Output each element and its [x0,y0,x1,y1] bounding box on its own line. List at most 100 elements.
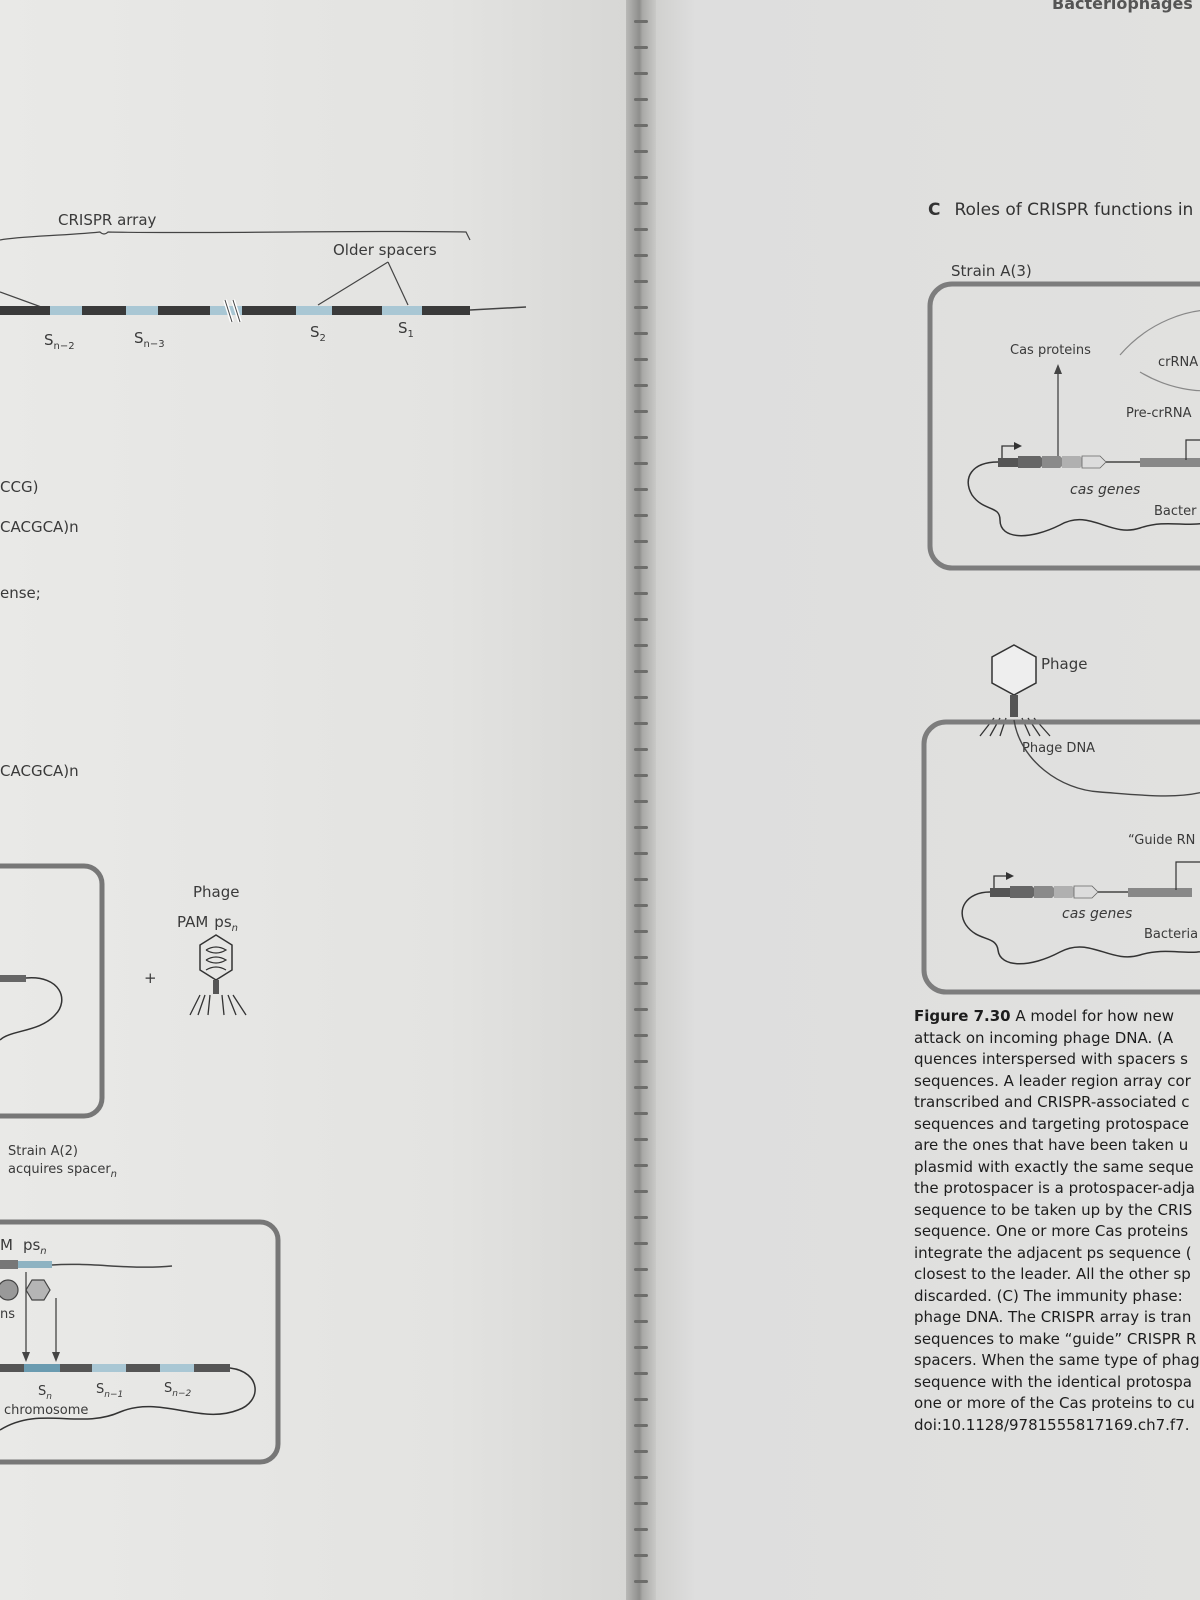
stitch-mark [634,1502,648,1505]
stitch-mark [634,384,648,387]
caption-line: sequence to be taken up by the CRIS [914,1200,1193,1219]
lower-spacer-label: Sn−2 [164,1381,192,1399]
stitch-mark [634,982,648,985]
panel-title: Roles of CRISPR functions in [954,200,1194,220]
stitch-mark [634,1294,648,1297]
caption-line: attack on incoming phage DNA. (A [914,1028,1174,1047]
caption-line: sequences to make “guide” CRISPR R [914,1329,1197,1348]
cas-proteins-label: Cas proteins [1010,343,1091,358]
stitch-mark [634,1138,648,1141]
stitch-mark [634,462,648,465]
stitch-mark [634,696,648,699]
lower-spacer-label: Sn−1 [96,1382,123,1400]
stitch-mark [634,1424,648,1427]
spacer-label: Sn−3 [134,329,165,350]
spacer-label: S1 [398,319,414,340]
caption-line: phage DNA. The CRISPR array is tran [914,1308,1192,1326]
stitch-mark [634,280,648,283]
stitch-mark [634,1320,648,1323]
stitch-mark [634,332,648,335]
figure-number: Figure 7.30 [914,1007,1011,1025]
stitch-mark [634,150,648,153]
stitch-mark [634,1164,648,1167]
bacteria-bottom-label: Bacteria [1144,927,1198,942]
stitch-mark [634,1034,648,1037]
stitch-mark [634,1580,648,1583]
stitch-mark [634,98,648,101]
caption-line: transcribed and CRISPR-associated c [914,1093,1190,1111]
stitch-mark [634,618,648,621]
stitch-mark [634,852,648,855]
chromosome-label: chromosome [4,1403,88,1418]
stitch-mark [634,1008,648,1011]
caption-line: sequences and targeting protospace [914,1114,1190,1133]
stitch-mark [634,878,648,881]
stitch-mark [634,1528,648,1531]
stitch-mark [634,956,648,959]
stitch-mark [634,20,648,23]
phage-label-right: Phage [1041,655,1088,673]
stitch-mark [634,1554,648,1557]
stitch-mark [634,410,648,413]
strain-a3-label: Strain A(3) [951,262,1032,280]
stitch-mark [634,1086,648,1089]
phage-dna-label: Phage DNA [1022,741,1095,756]
stitch-mark [634,644,648,647]
crispr-array-brace [0,230,471,241]
strain-immunity-cell: Phage DNA “Guide RN cas genes Bacteria [921,719,1200,995]
stitch-mark [634,228,648,231]
left-book-page [0,0,640,1600]
stitch-mark [634,1346,648,1349]
cas-genes-top-label: cas genes [1070,482,1140,498]
caption-line: the protospacer is a protospacer-adja [914,1179,1195,1197]
caption-line: sequence with the identical protospa [914,1372,1192,1391]
stitch-mark [634,46,648,49]
crispr-array-diagram: CRISPR array Older spacers Sn−2 Sn−3 S2 … [0,211,527,352]
spacer-box [296,306,332,315]
sequence-fragment: ense; [0,584,41,602]
caption-line: plasmid with exactly the same seque [914,1157,1194,1176]
pre-crrna-label: Pre-crRNA [1126,406,1192,421]
stitch-mark [634,566,648,569]
phage-label: Phage [193,883,240,901]
phage-icon-large: Phage [979,644,1088,737]
strain-a1-cell [0,863,105,1119]
older-spacers-label: Older spacers [333,241,437,259]
plus-sign: + [144,969,157,987]
stitch-mark [634,540,648,543]
caption-line: spacers. When the same type of phag [914,1351,1200,1369]
figure-caption: Figure 7.30 A model for how new attack o… [914,1006,1200,1436]
strain-a2-sublabel: acquires spacern [8,1162,117,1180]
caption-line: closest to the leader. All the other sp [914,1265,1191,1283]
stitch-mark [634,436,648,439]
stitch-mark [634,1190,648,1193]
caption-line: sequence. One or more Cas proteins [914,1222,1189,1240]
stitch-mark [634,124,648,127]
spacer-box [382,306,422,315]
spacer-label: Sn−2 [44,331,75,352]
running-header: Bacteriophages [1052,0,1193,13]
stitch-mark [634,1268,648,1271]
spacer-box [50,306,82,315]
stitch-mark [634,748,648,751]
caption-line: doi:10.1128/9781555817169.ch7.f7. [914,1415,1190,1434]
crrna-label: crRNA [1158,355,1198,370]
bacteria-top-label: Bacter [1154,504,1197,519]
panel-letter: C [928,200,941,220]
caption-line: are the ones that have been taken u [914,1136,1189,1154]
guide-rna-label: “Guide RN [1128,833,1195,848]
stitch-mark [634,358,648,361]
stitch-mark [634,202,648,205]
stitch-mark [634,1242,648,1245]
stitch-mark [634,722,648,725]
stitch-mark [634,176,648,179]
spacer-box [126,306,158,315]
caption-line: one or more of the Cas proteins to cu [914,1394,1195,1412]
stitch-mark [634,800,648,803]
stitch-mark [634,488,648,491]
sequence-fragment: CCG) [0,478,38,496]
stitch-mark [634,670,648,673]
